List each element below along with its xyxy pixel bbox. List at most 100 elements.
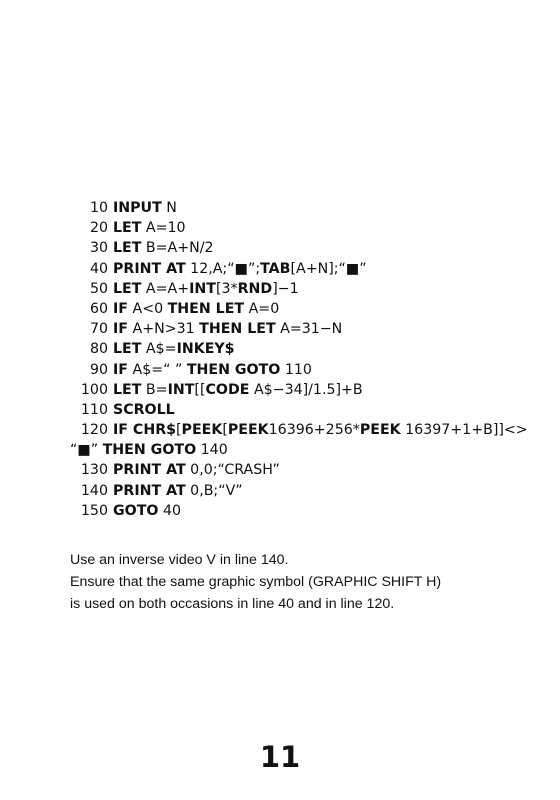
- basic-keyword: LET: [113, 381, 142, 398]
- line-number: 140: [80, 482, 108, 499]
- code-statement: IF A<0 THEN LET A=0: [113, 301, 279, 317]
- code-statement: IF A+N>31 THEN LET A=31−N: [113, 321, 342, 337]
- code-text: “■”: [70, 442, 103, 459]
- code-text: A=10: [141, 220, 186, 237]
- code-text: 12,A;“■”;: [185, 260, 261, 277]
- code-line: 150 GOTO 40: [70, 501, 550, 521]
- code-text: 140: [196, 442, 228, 459]
- code-text: 0,0;“CRASH”: [185, 462, 280, 479]
- basic-keyword: INKEY$: [176, 341, 235, 358]
- code-line: 130 PRINT AT 0,0;“CRASH”: [70, 460, 550, 480]
- basic-keyword: IF CHR$: [113, 422, 176, 439]
- code-statement: PRINT AT 12,A;“■”;TAB[A+N];“■”: [113, 261, 367, 277]
- basic-keyword: PEEK: [227, 422, 269, 439]
- basic-keyword: INT: [189, 280, 216, 297]
- code-line: 80 LET A$=INKEY$: [70, 339, 550, 359]
- code-line: 90 IF A$=“ ” THEN GOTO 110: [70, 360, 550, 380]
- basic-keyword: INT: [167, 381, 195, 398]
- instruction-line: Ensure that the same graphic symbol (GRA…: [70, 574, 442, 590]
- basic-keyword: CODE: [205, 381, 250, 398]
- code-line: 50 LET A=A+INT[3*RND]−1: [70, 279, 550, 299]
- code-text: [[: [194, 381, 206, 398]
- code-statement: LET B=A+N/2: [113, 240, 214, 256]
- basic-keyword: IF: [113, 300, 128, 317]
- code-text: 110: [280, 361, 312, 378]
- line-number: 90: [89, 361, 108, 378]
- code-statement: LET B=INT[[CODE A$−34]/1.5]+B: [113, 382, 363, 398]
- code-line: 140 PRINT AT 0,B;“V”: [70, 481, 550, 501]
- code-line: 100 LET B=INT[[CODE A$−34]/1.5]+B: [70, 380, 550, 400]
- code-text: B=A+N/2: [141, 240, 214, 257]
- basic-keyword: TAB: [260, 260, 291, 277]
- code-statement: LET A$=INKEY$: [113, 341, 235, 357]
- basic-keyword: RND: [237, 280, 273, 297]
- basic-keyword: PRINT AT: [113, 462, 186, 479]
- line-number: 120: [80, 422, 108, 439]
- code-statement: “■” THEN GOTO 140: [70, 442, 228, 458]
- code-text: A=A+: [141, 280, 190, 297]
- code-text: 0,B;“V”: [185, 482, 243, 499]
- instruction-line: Use an inverse video V in line 140.: [70, 552, 289, 568]
- code-statement: PRINT AT 0,B;“V”: [113, 483, 243, 499]
- code-text: [A+N];“■”: [290, 260, 367, 277]
- basic-keyword: PEEK: [359, 422, 401, 439]
- basic-keyword: THEN GOTO: [186, 361, 281, 378]
- code-line: 70 IF A+N>31 THEN LET A=31−N: [70, 319, 550, 339]
- basic-keyword: IF: [113, 361, 128, 378]
- code-statement: SCROLL: [113, 402, 175, 418]
- code-text: ]−1: [272, 280, 299, 297]
- code-text: A$=: [141, 341, 177, 358]
- code-statement: GOTO 40: [113, 503, 181, 519]
- code-line: 110 SCROLL: [70, 400, 550, 420]
- code-line-continuation: “■” THEN GOTO 140: [70, 440, 550, 460]
- basic-keyword: THEN LET: [167, 300, 245, 317]
- line-number: 40: [89, 260, 108, 277]
- code-statement: PRINT AT 0,0;“CRASH”: [113, 462, 280, 478]
- code-statement: LET A=A+INT[3*RND]−1: [113, 281, 299, 297]
- code-text: N: [161, 200, 177, 216]
- code-text: A$=“ ”: [127, 361, 187, 378]
- line-number: 80: [89, 341, 108, 358]
- code-text: 40: [158, 502, 182, 519]
- line-number: 20: [89, 220, 108, 237]
- code-text: 16397+1+B]]<>: [400, 422, 528, 439]
- basic-keyword: PEEK: [181, 422, 223, 439]
- instructions: Use an inverse video V in line 140. Ensu…: [70, 549, 530, 615]
- line-number: 10: [89, 200, 108, 216]
- code-line: 10 INPUT N: [70, 198, 550, 218]
- line-number: 110: [80, 401, 108, 418]
- code-statement: IF A$=“ ” THEN GOTO 110: [113, 362, 312, 378]
- basic-keyword: THEN GOTO: [102, 442, 197, 459]
- line-number: 60: [89, 300, 108, 317]
- code-statement: LET A=10: [113, 220, 186, 236]
- code-text: A=0: [244, 300, 280, 317]
- basic-keyword: LET: [113, 220, 142, 237]
- line-number: 130: [80, 462, 108, 479]
- code-text: [3*: [215, 280, 238, 297]
- code-line: 40 PRINT AT 12,A;“■”;TAB[A+N];“■”: [70, 259, 550, 279]
- basic-keyword: IF: [113, 321, 128, 338]
- code-text: A+N>31: [127, 321, 200, 338]
- code-line: 120 IF CHR$[PEEK[PEEK16396+256*PEEK 16397…: [70, 420, 550, 440]
- line-number: 100: [80, 381, 108, 398]
- line-number: 70: [89, 321, 108, 338]
- code-text: A=31−N: [275, 321, 343, 338]
- code-text: 16396+256*: [268, 422, 360, 439]
- code-text: [: [176, 422, 182, 439]
- basic-keyword: PRINT AT: [113, 260, 186, 277]
- line-number: 150: [80, 502, 108, 519]
- basic-keyword: THEN LET: [199, 321, 276, 338]
- basic-keyword: PRINT AT: [113, 482, 186, 499]
- page-number: 11: [259, 740, 301, 774]
- code-line: 20 LET A=10: [70, 218, 550, 238]
- basic-keyword: LET: [113, 240, 142, 257]
- basic-keyword: INPUT: [113, 200, 162, 216]
- line-number: 50: [89, 280, 108, 297]
- code-statement: INPUT N: [113, 200, 177, 216]
- code-statement: IF CHR$[PEEK[PEEK16396+256*PEEK 16397+1+…: [113, 422, 528, 438]
- code-text: A<0: [127, 300, 168, 317]
- basic-keyword: LET: [113, 341, 142, 358]
- code-text: B=: [141, 381, 168, 398]
